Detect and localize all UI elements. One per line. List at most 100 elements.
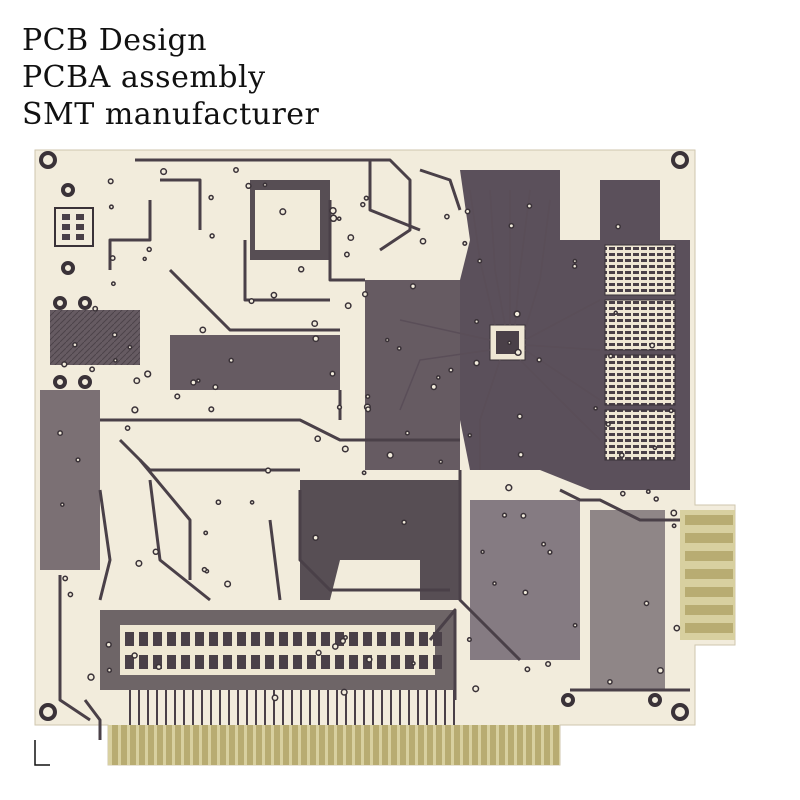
via <box>249 500 255 505</box>
via <box>297 266 305 273</box>
via <box>146 246 152 253</box>
via <box>336 216 342 222</box>
comb-pad <box>279 632 288 646</box>
gold-finger <box>427 725 433 765</box>
via <box>203 530 209 536</box>
comb-pad <box>377 655 386 669</box>
via <box>360 201 366 208</box>
via <box>61 361 68 368</box>
via <box>109 255 116 262</box>
via <box>315 649 322 656</box>
gold-finger <box>157 725 163 765</box>
via <box>329 370 336 377</box>
via <box>668 408 674 414</box>
gold-finger <box>328 725 334 765</box>
comb-pad <box>293 632 302 646</box>
gold-finger <box>373 725 379 765</box>
via <box>196 378 201 383</box>
via <box>438 459 444 465</box>
comb-pad <box>125 632 134 646</box>
via <box>215 499 222 506</box>
comb-pad <box>167 632 176 646</box>
via <box>133 377 141 385</box>
via <box>270 291 278 299</box>
gold-finger <box>220 725 226 765</box>
gold-finger <box>499 725 505 765</box>
comb-pad <box>139 655 148 669</box>
via <box>155 663 162 671</box>
comb-pad <box>195 655 204 669</box>
gold-finger <box>310 725 316 765</box>
via <box>201 566 208 573</box>
via <box>57 430 64 437</box>
via <box>366 656 373 663</box>
via <box>340 688 348 696</box>
central-bga-footprint <box>489 324 526 361</box>
via <box>448 367 454 373</box>
via <box>111 331 118 338</box>
comb-pad <box>419 632 428 646</box>
comb-pad <box>265 632 274 646</box>
via <box>106 667 113 673</box>
via <box>673 624 681 632</box>
gold-finger <box>283 725 289 765</box>
gold-finger <box>346 725 352 765</box>
gold-finger <box>256 725 262 765</box>
via <box>605 421 611 427</box>
via <box>608 353 614 359</box>
comb-pad <box>363 632 372 646</box>
comb-pad <box>223 632 232 646</box>
comb-pad <box>293 655 302 669</box>
via <box>645 489 651 495</box>
gold-finger <box>508 725 514 765</box>
gold-finger <box>463 725 469 765</box>
via <box>516 413 523 420</box>
comb-pad <box>307 655 316 669</box>
gold-finger <box>238 725 244 765</box>
via <box>361 291 369 298</box>
via <box>517 451 524 458</box>
via <box>347 234 355 242</box>
via <box>615 223 621 230</box>
via <box>87 673 95 681</box>
comb-pad <box>153 655 162 669</box>
gold-finger <box>526 725 532 765</box>
gold-finger <box>121 725 127 765</box>
via <box>536 357 542 363</box>
comb-pad <box>237 632 246 646</box>
via <box>279 208 287 216</box>
via <box>336 404 343 410</box>
via <box>547 549 553 555</box>
gold-finger <box>229 725 235 765</box>
via <box>444 213 450 220</box>
copper-pours <box>40 170 690 690</box>
via <box>480 549 485 555</box>
gold-finger <box>355 725 361 765</box>
gold-finger <box>553 725 559 765</box>
via <box>245 182 252 190</box>
comb-pad <box>391 655 400 669</box>
via <box>212 384 219 391</box>
gold-finger <box>265 725 271 765</box>
via <box>144 370 152 378</box>
caption-line-smt-manufacturer: SMT manufacturer <box>22 97 320 132</box>
gold-finger <box>301 725 307 765</box>
comb-pad <box>265 655 274 669</box>
via <box>341 445 349 453</box>
via <box>105 641 112 648</box>
via <box>670 509 678 517</box>
via <box>62 575 69 582</box>
gold-finger <box>292 725 298 765</box>
via <box>131 406 139 414</box>
comb-pad <box>321 655 330 669</box>
comb-pad <box>335 655 344 669</box>
comb-pad <box>237 655 246 669</box>
via <box>110 281 116 287</box>
via <box>411 661 416 666</box>
gold-finger <box>274 725 280 765</box>
via <box>522 589 529 596</box>
via <box>135 559 143 567</box>
via <box>224 580 232 588</box>
comb-pad <box>181 655 190 669</box>
via <box>409 283 417 290</box>
